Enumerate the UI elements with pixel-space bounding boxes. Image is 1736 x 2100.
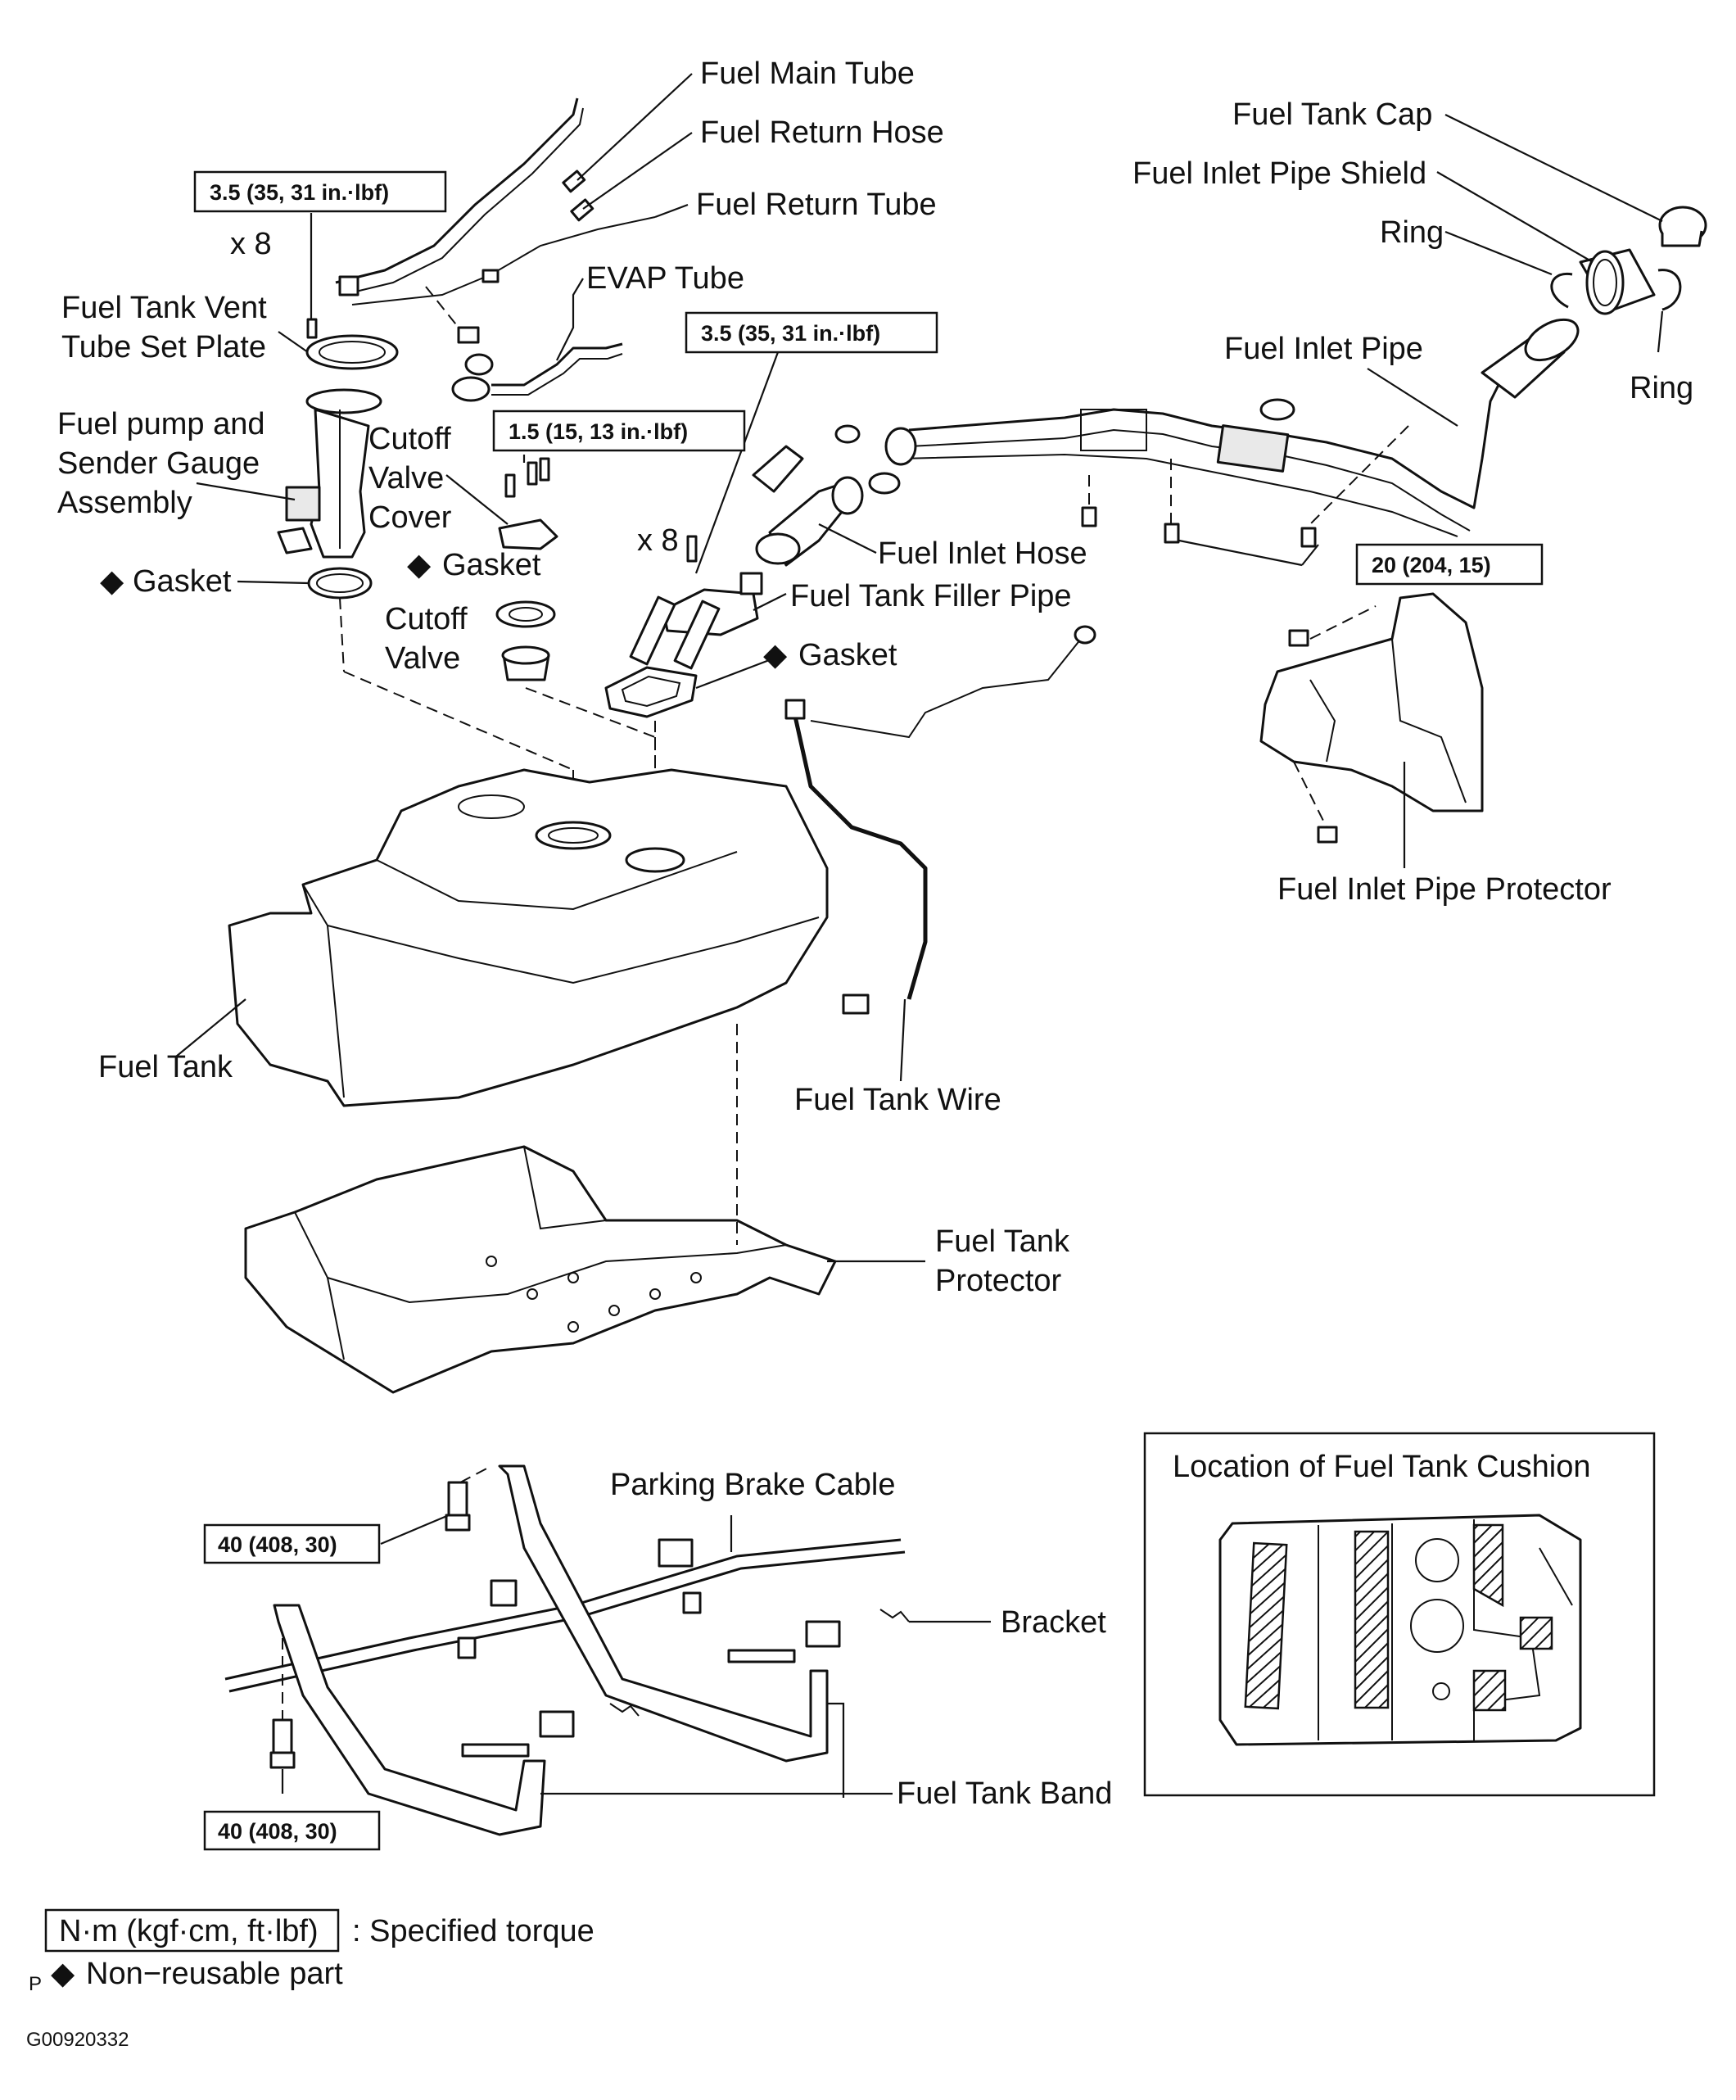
fuel-inlet-pipe <box>884 318 1580 537</box>
label-vent-plate-1: Fuel Tank Vent <box>61 291 267 325</box>
fuel-tank-wire <box>784 625 1096 1015</box>
fuel-tank-band-upper <box>498 1464 829 1763</box>
band-bolts <box>269 1481 796 1769</box>
label-ring-upper: Ring <box>1380 215 1444 250</box>
fuel-return-tube <box>351 216 656 305</box>
label-fuel-tank-protector-1: Fuel Tank <box>935 1224 1070 1259</box>
cutoff-valve-cover <box>498 457 558 550</box>
label-cutoff-cover-3: Cover <box>368 500 452 535</box>
label-pump-2: Sender Gauge <box>57 446 260 481</box>
ring-right <box>1657 269 1682 311</box>
inlet-pipe-bolts <box>1081 506 1317 548</box>
fuel-inlet-hose <box>739 424 901 595</box>
torque-vent-plate: 3.5 (35, 31 in.·lbf) <box>210 180 389 205</box>
figure-code: G00920332 <box>26 2029 129 2051</box>
label-fuel-tank-band: Fuel Tank Band <box>897 1776 1112 1811</box>
label-x8-left: x 8 <box>230 227 272 261</box>
torque-band-upper: 40 (408, 30) <box>218 1532 337 1557</box>
torque-box-cutoff-cover: 1.5 (15, 13 in.·lbf) <box>492 410 746 452</box>
label-fuel-tank-protector-2: Protector <box>935 1264 1062 1298</box>
label-pump-1: Fuel pump and <box>57 407 265 441</box>
fuel-tank-filler-pipe <box>629 535 759 670</box>
label-cutoff-cover-1: Cutoff <box>368 422 451 456</box>
vent-tube-set-plate <box>305 318 399 370</box>
label-ring-right: Ring <box>1630 371 1693 405</box>
torque-band-lower: 40 (408, 30) <box>218 1819 337 1844</box>
fuel-tank-band-lower <box>273 1604 546 1836</box>
label-cutoff-valve-1: Cutoff <box>385 602 468 636</box>
label-fuel-return-tube: Fuel Return Tube <box>696 188 937 222</box>
pump-gasket <box>307 567 373 600</box>
inset-fuel-tank-cushion: Location of Fuel Tank Cushion <box>1143 1432 1656 1797</box>
inset-title: Location of Fuel Tank Cushion <box>1173 1450 1591 1484</box>
legend-page-letter: P <box>29 1973 42 1995</box>
legend-nonreusable-desc: Non−reusable part <box>86 1957 343 1991</box>
label-fuel-tank: Fuel Tank <box>98 1050 233 1084</box>
label-fuel-inlet-pipe: Fuel Inlet Pipe <box>1224 332 1423 366</box>
label-fuel-tank-wire: Fuel Tank Wire <box>794 1083 1001 1117</box>
fuel-tank-cap <box>1658 206 1707 247</box>
label-pump-3: Assembly <box>57 486 192 520</box>
filler-gasket <box>604 666 698 718</box>
diamond-gasket-pump: ◆ <box>100 564 124 599</box>
diamond-gasket-cutoff: ◆ <box>407 548 432 582</box>
label-x8-mid: x 8 <box>637 523 679 558</box>
legend-torque-unit: N·m (kgf·cm, ft·lbf) <box>59 1914 319 1948</box>
label-evap-tube: EVAP Tube <box>586 261 744 296</box>
torque-cutoff-cover: 1.5 (15, 13 in.·lbf) <box>509 419 688 444</box>
fuel-inlet-pipe-protector <box>1259 592 1484 844</box>
fuel-tank <box>228 768 829 1107</box>
label-fuel-inlet-pipe-protector: Fuel Inlet Pipe Protector <box>1277 872 1612 907</box>
fuel-inlet-pipe-shield <box>1579 248 1656 315</box>
ring-upper <box>1550 273 1573 309</box>
label-fuel-inlet-pipe-shield: Fuel Inlet Pipe Shield <box>1132 156 1426 191</box>
fuel-main-tube <box>335 97 594 296</box>
legend-diamond: ◆ <box>51 1957 75 1991</box>
legend-torque-desc: : Specified torque <box>352 1914 594 1948</box>
label-gasket-filler: Gasket <box>798 638 897 672</box>
torque-box-filler-pipe: 3.5 (35, 31 in.·lbf) <box>685 311 938 354</box>
label-fuel-tank-cap: Fuel Tank Cap <box>1232 97 1432 132</box>
cutoff-valve <box>501 645 550 681</box>
label-fuel-return-hose: Fuel Return Hose <box>700 115 944 150</box>
torque-box-band-upper: 40 (408, 30) <box>203 1523 381 1564</box>
leader-lines <box>175 73 1664 1798</box>
torque-box-vent-plate: 3.5 (35, 31 in.·lbf) <box>193 170 447 213</box>
torque-filler-pipe: 3.5 (35, 31 in.·lbf) <box>701 321 880 346</box>
label-fuel-main-tube: Fuel Main Tube <box>700 57 915 91</box>
evap-tube <box>451 326 623 402</box>
fuel-tank-protector <box>244 1145 837 1394</box>
diamond-gasket-filler: ◆ <box>763 638 788 672</box>
torque-box-band-lower: 40 (408, 30) <box>203 1810 381 1851</box>
label-gasket-pump: Gasket <box>133 564 232 599</box>
label-bracket: Bracket <box>1001 1605 1106 1640</box>
label-fuel-inlet-hose: Fuel Inlet Hose <box>878 536 1087 571</box>
legend: N·m (kgf·cm, ft·lbf) : Specified torque … <box>26 1908 594 2051</box>
cutoff-valve-gasket <box>495 600 556 628</box>
torque-box-inlet-pipe: 20 (204, 15) <box>1355 543 1544 586</box>
label-gasket-cutoff: Gasket <box>442 548 541 582</box>
label-parking-brake-cable: Parking Brake Cable <box>610 1468 896 1502</box>
label-vent-plate-2: Tube Set Plate <box>61 330 266 364</box>
torque-inlet-pipe: 20 (204, 15) <box>1372 553 1491 577</box>
label-fuel-tank-filler-pipe: Fuel Tank Filler Pipe <box>790 579 1072 613</box>
label-cutoff-valve-2: Valve <box>385 641 460 676</box>
label-cutoff-cover-2: Valve <box>368 461 444 496</box>
fuel-pump-sender-gauge <box>277 388 382 559</box>
bracket <box>539 1609 910 1738</box>
